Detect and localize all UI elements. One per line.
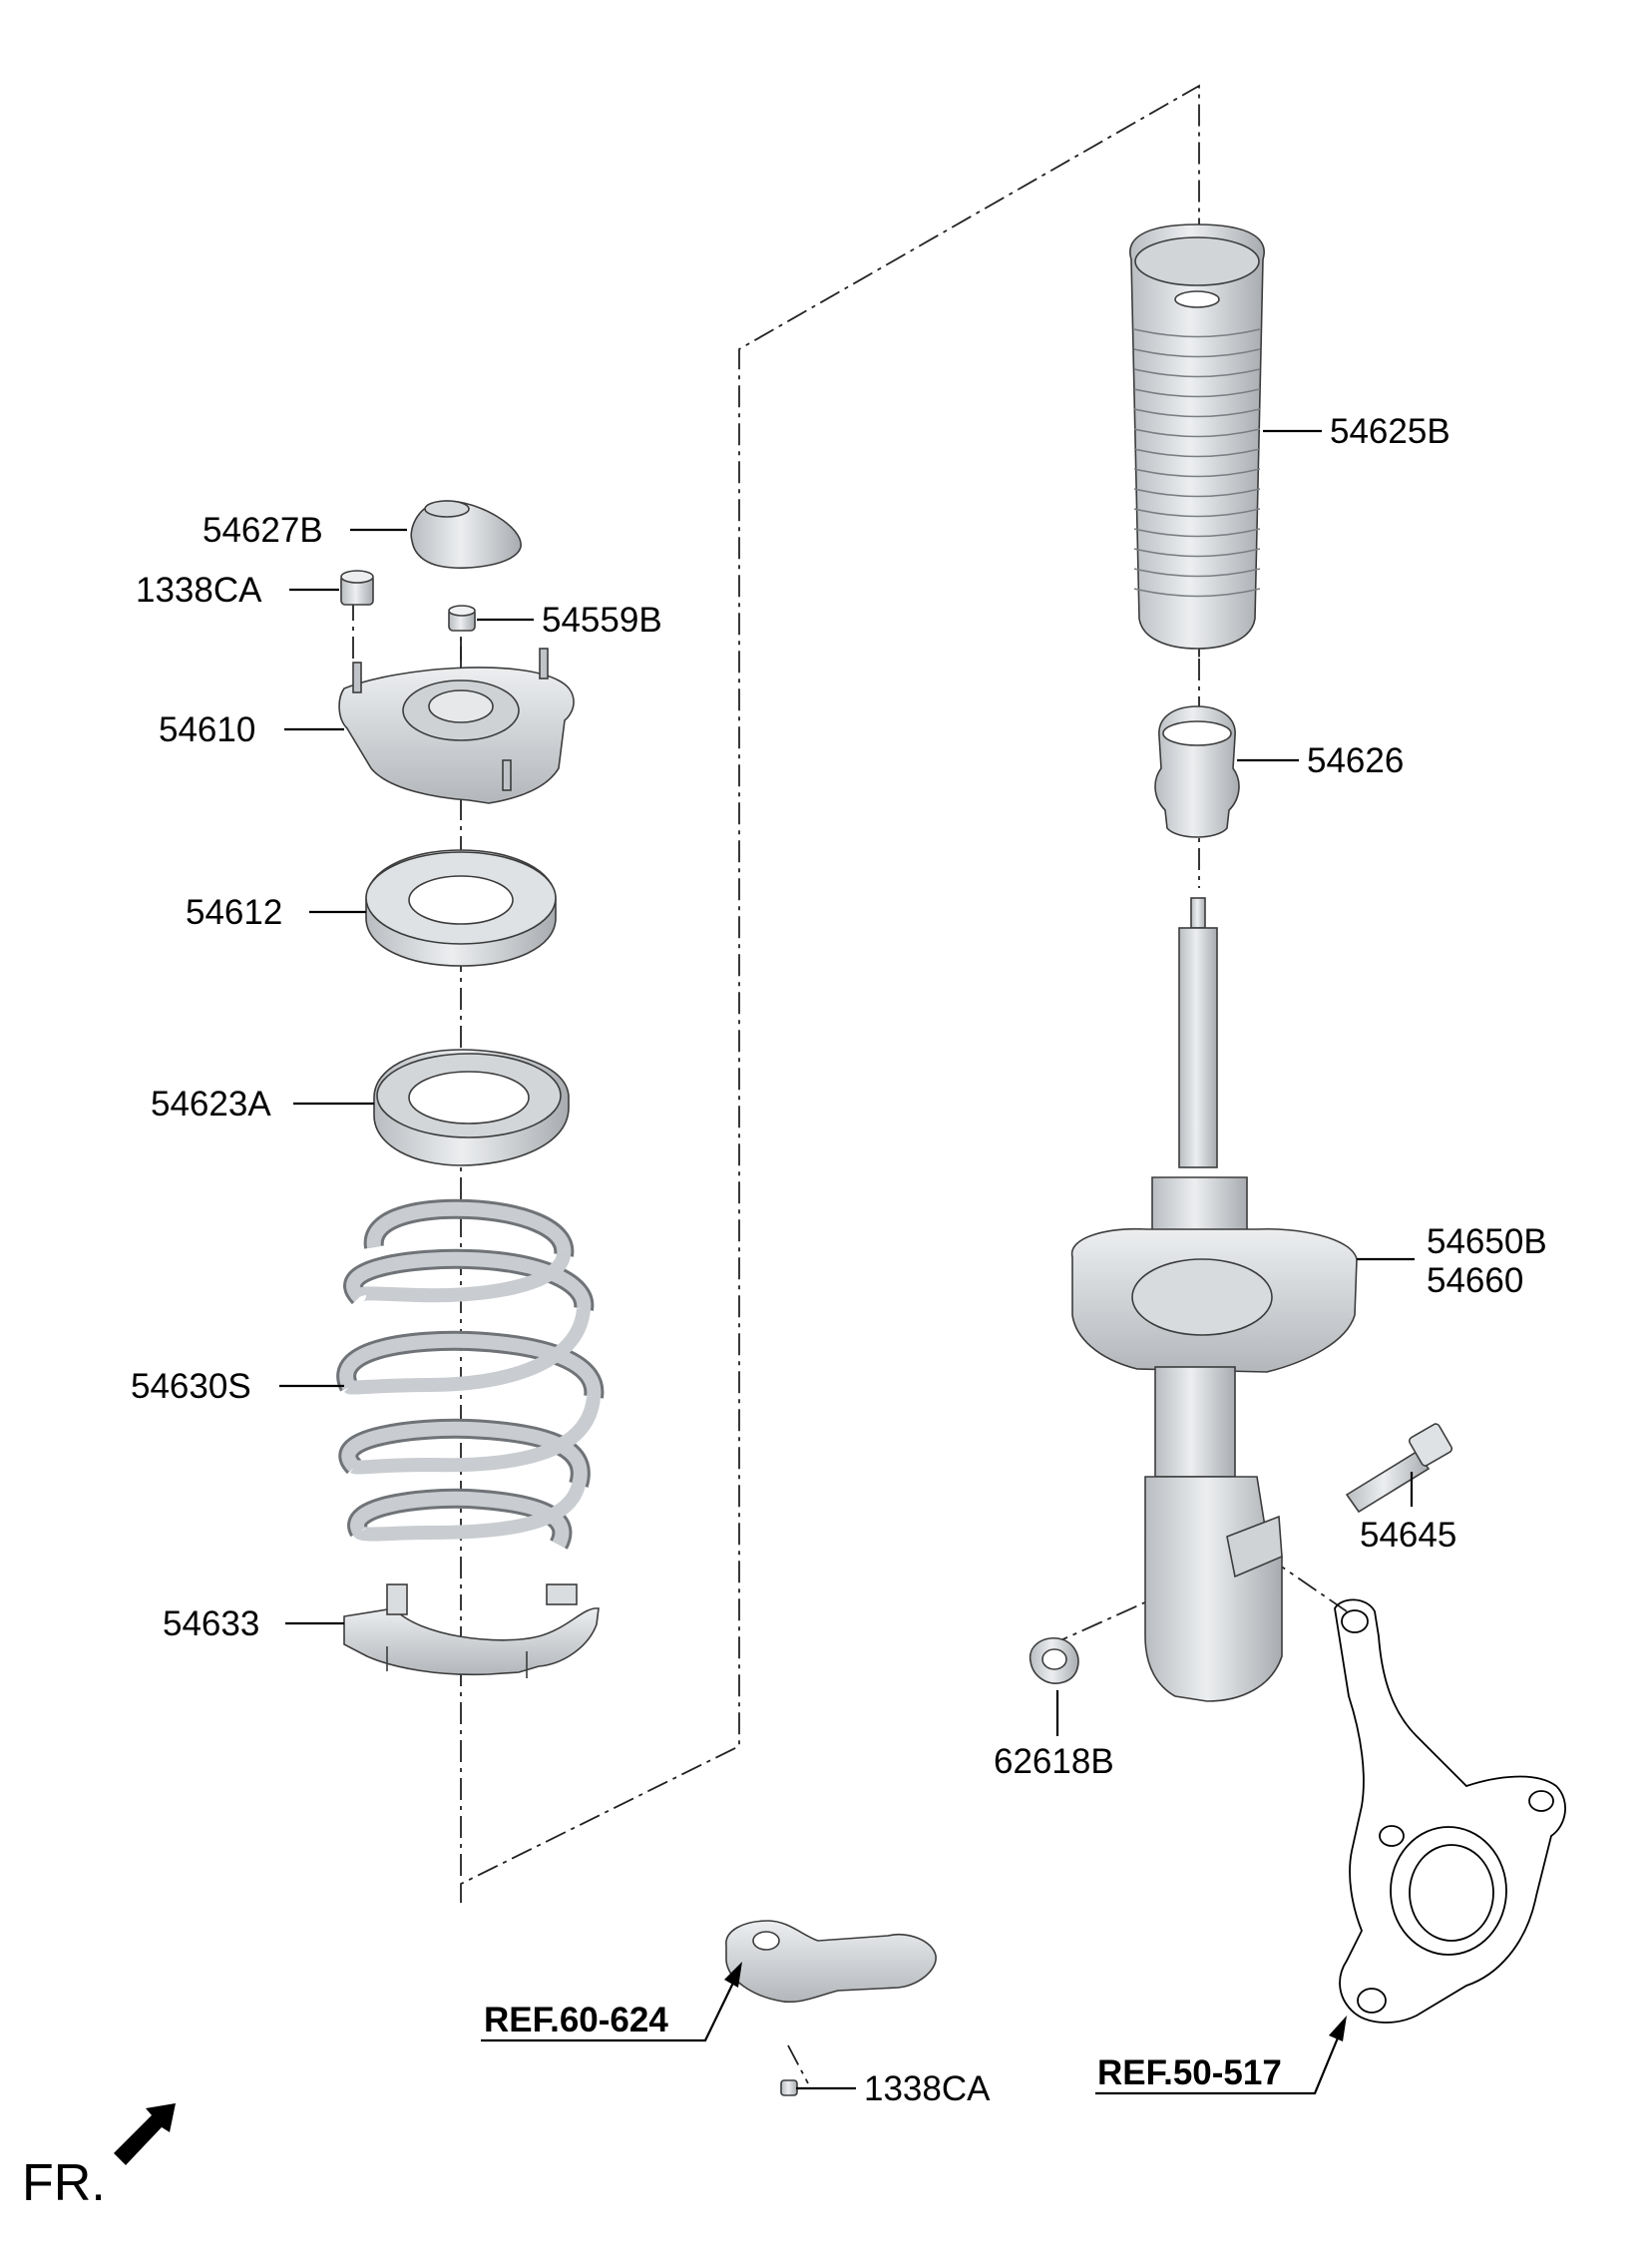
label-54660: 54660 <box>1427 1261 1523 1300</box>
leader-lines <box>279 429 1415 2090</box>
part-steering-knuckle <box>1334 1598 1566 2024</box>
part-54633-lower-spring-seat <box>343 1583 600 1678</box>
part-54650b-strut-assembly <box>1070 897 1358 1702</box>
part-54623a-spring-pad <box>373 1049 570 1166</box>
part-54559b-nut <box>448 605 476 632</box>
front-indicator-label: FR. <box>22 2154 106 2212</box>
label-54623a: 54623A <box>151 1085 271 1124</box>
part-62618b-nut <box>1029 1636 1079 1684</box>
label-1338ca-bottom: 1338CA <box>864 2069 991 2108</box>
ref-label-50-517[interactable]: REF.50-517 <box>1097 2053 1282 2092</box>
part-1338ca-nut-top <box>340 570 374 606</box>
part-54612-bearing <box>365 849 557 967</box>
part-54627b-cap <box>410 500 522 569</box>
ref-60-624-pointer <box>481 1962 742 2042</box>
part-54625b-dust-boot <box>1129 224 1265 650</box>
label-54559b: 54559B <box>542 601 662 640</box>
label-1338ca-top: 1338CA <box>136 571 262 610</box>
label-54610: 54610 <box>159 710 255 749</box>
label-54625b: 54625B <box>1330 412 1450 451</box>
label-54633: 54633 <box>163 1604 259 1643</box>
part-1338ca-nut-bottom <box>780 2079 798 2096</box>
ref-50-517-pointer <box>1095 2016 1347 2095</box>
part-54610-strut-mount <box>338 648 575 804</box>
label-54645: 54645 <box>1360 1516 1456 1555</box>
ref-label-60-624[interactable]: REF.60-624 <box>484 2001 668 2039</box>
part-bracket <box>725 1920 937 2004</box>
part-54630s-coil-spring <box>336 1198 605 1550</box>
front-direction-arrow-icon <box>114 2103 176 2165</box>
part-54645-bolt <box>1345 1423 1453 1514</box>
part-labels: 54627B 1338CA 54559B 54610 54612 54623A … <box>22 412 1547 2212</box>
label-54627b: 54627B <box>203 511 323 550</box>
label-54626: 54626 <box>1307 741 1404 780</box>
label-54630s: 54630S <box>131 1367 251 1406</box>
label-54612: 54612 <box>186 893 282 932</box>
label-62618b: 62618B <box>994 1742 1114 1781</box>
label-54650b: 54650B <box>1427 1222 1547 1261</box>
part-54626-bump-stopper <box>1154 705 1240 838</box>
